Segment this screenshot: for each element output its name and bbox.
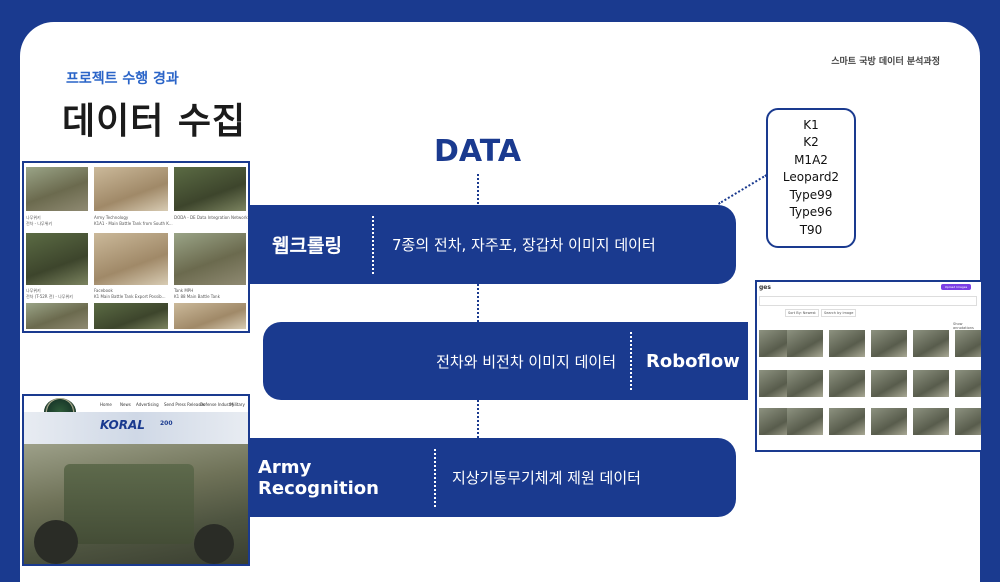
nav-item[interactable]: Send Press Releases xyxy=(164,402,205,407)
row-description: 7종의 전차, 자주포, 장갑차 이미지 데이터 xyxy=(392,236,656,254)
image-caption: 전차 - 나무위키 xyxy=(26,221,53,226)
army-recognition-screenshot: Home News Advertising Send Press Release… xyxy=(22,394,250,566)
dataset-image[interactable] xyxy=(955,370,981,397)
annotation-toggle[interactable]: Show annotations xyxy=(953,322,974,330)
row-label: Army Recognition xyxy=(258,456,379,499)
connector-line xyxy=(477,284,479,322)
data-heading: DATA xyxy=(434,134,522,169)
vehicle-shape xyxy=(64,464,194,544)
row-separator xyxy=(434,448,436,507)
image-caption: DODA - DE Data Integration Network xyxy=(174,215,248,220)
dataset-image[interactable] xyxy=(871,408,907,435)
tank-model-list: K1 K2 M1A2 Leopard2 Type99 Type96 T90 xyxy=(766,108,856,248)
roboflow-screenshot: ges Upload Images Sort By: Newest Search… xyxy=(755,280,983,452)
dataset-image[interactable] xyxy=(913,330,949,357)
tank-image xyxy=(174,233,246,285)
image-caption: Tank MPH xyxy=(174,288,194,293)
tank-image xyxy=(26,167,88,211)
dataset-image[interactable] xyxy=(829,370,865,397)
banner-text: KORAL xyxy=(100,418,145,432)
course-label: 스마트 국방 데이터 분석과정 xyxy=(831,57,940,67)
row-description: 지상기동무기체계 제원 데이터 xyxy=(452,469,641,487)
search-by-image-button[interactable]: Search by image xyxy=(821,309,857,317)
dataset-image[interactable] xyxy=(913,370,949,397)
image-caption: K1 88 Main Battle Tank xyxy=(174,294,220,299)
armored-vehicle-photo xyxy=(24,444,248,564)
tank-image xyxy=(174,167,246,211)
dataset-image[interactable] xyxy=(829,330,865,357)
dataset-image[interactable] xyxy=(955,330,981,357)
search-input[interactable] xyxy=(759,296,977,306)
model-item: K1 xyxy=(803,117,819,132)
model-item: Leopard2 xyxy=(782,170,840,185)
image-caption: Facebook xyxy=(94,288,113,293)
tank-image xyxy=(174,303,246,329)
dataset-image[interactable] xyxy=(829,408,865,435)
vehicle-wheel xyxy=(34,520,78,564)
image-caption: 전차 (T-52R 전) - 나무위키 xyxy=(26,294,73,299)
model-item: T90 xyxy=(799,222,823,237)
row-separator xyxy=(630,332,632,390)
model-item: Type99 xyxy=(789,187,833,202)
page-title: 데이터 수집 xyxy=(62,101,247,142)
image-caption: Army Technology xyxy=(94,215,129,220)
webcrawling-row: 웹크롤링 7종의 전차, 자주포, 장갑차 이미지 데이터 xyxy=(246,205,736,284)
dataset-image[interactable] xyxy=(787,330,823,357)
nav-item[interactable]: Military xyxy=(230,402,245,407)
model-item: K2 xyxy=(803,135,819,150)
search-results-screenshot: 나무위키 전차 - 나무위키 Army Technology K1A1 - Ma… xyxy=(22,161,250,333)
army-recognition-row: Army Recognition 지상기동무기체계 제원 데이터 xyxy=(246,438,736,517)
model-item: M1A2 xyxy=(794,152,828,167)
roboflow-row: 전차와 비전차 이미지 데이터 Roboflow xyxy=(263,322,748,400)
banner-ad[interactable]: KORAL 200 xyxy=(24,412,248,444)
model-item: Type96 xyxy=(789,205,833,220)
tank-image xyxy=(94,233,168,285)
section-subtitle: 프로젝트 수행 경과 xyxy=(66,71,179,87)
connector-line xyxy=(477,400,479,438)
tank-image xyxy=(26,303,88,329)
dataset-image[interactable] xyxy=(913,408,949,435)
image-caption: K1A1 - Main Battle Tank from South K... xyxy=(94,221,173,226)
image-caption: 나무위키 xyxy=(26,215,41,220)
nav-item[interactable]: News xyxy=(120,402,131,407)
dataset-image[interactable] xyxy=(871,330,907,357)
row-label: Roboflow xyxy=(646,350,740,372)
dataset-image[interactable] xyxy=(787,370,823,397)
dataset-image[interactable] xyxy=(787,408,823,435)
nav-item[interactable]: Home xyxy=(100,402,112,407)
sort-dropdown[interactable]: Sort By: Newest xyxy=(785,309,819,317)
row-label: 웹크롤링 xyxy=(272,235,342,257)
image-caption: K1 Main Battle Tank Export Possib... xyxy=(94,294,166,299)
image-caption: 나무위키 xyxy=(26,288,41,293)
nav-item[interactable]: Defense Industry xyxy=(200,402,235,407)
tank-image xyxy=(26,233,88,285)
tank-image xyxy=(94,303,168,329)
connector-line xyxy=(477,174,479,204)
roboflow-title: ges xyxy=(759,284,771,291)
upload-button[interactable]: Upload Images xyxy=(941,284,971,290)
vehicle-wheel xyxy=(194,524,234,564)
nav-item[interactable]: Advertising xyxy=(136,402,159,407)
list-connector xyxy=(718,174,768,205)
tank-image xyxy=(94,167,168,211)
row-description: 전차와 비전차 이미지 데이터 xyxy=(436,352,616,371)
row-separator xyxy=(372,215,374,274)
dataset-image[interactable] xyxy=(955,408,981,435)
banner-year: 200 xyxy=(160,420,173,427)
dataset-image[interactable] xyxy=(871,370,907,397)
